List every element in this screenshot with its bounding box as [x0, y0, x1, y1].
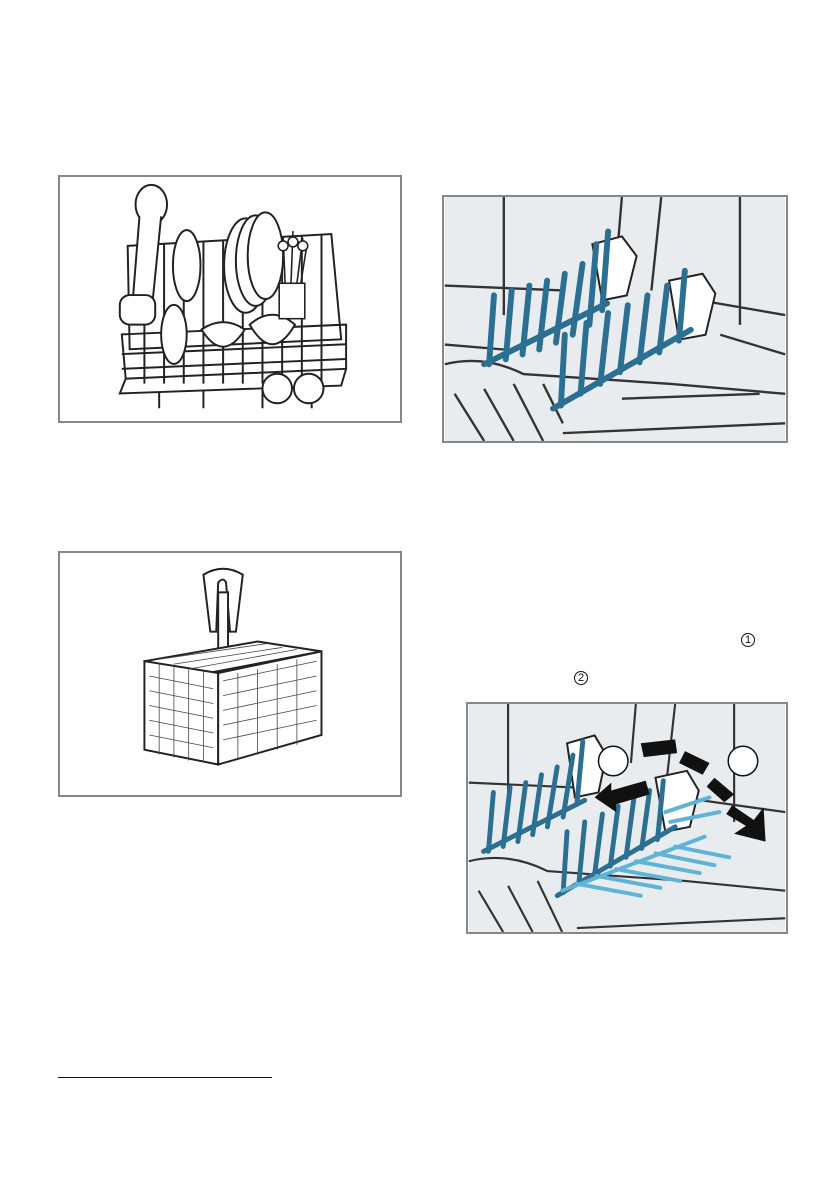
figure-upper-basket: [58, 175, 402, 423]
figure-plate-rack-folding: [466, 702, 788, 934]
plate-rack-tines-illustration: [444, 197, 786, 441]
footnote-rule: [58, 1077, 272, 1078]
figure-plate-rack-tines: [442, 195, 788, 443]
plate-rack-folding-illustration: [468, 704, 786, 932]
figure-cutlery-basket: [58, 551, 402, 797]
callout-1: 1: [741, 633, 755, 647]
cutlery-basket-illustration: [60, 553, 400, 795]
callout-2: 2: [574, 671, 588, 685]
upper-basket-illustration: [60, 177, 400, 421]
